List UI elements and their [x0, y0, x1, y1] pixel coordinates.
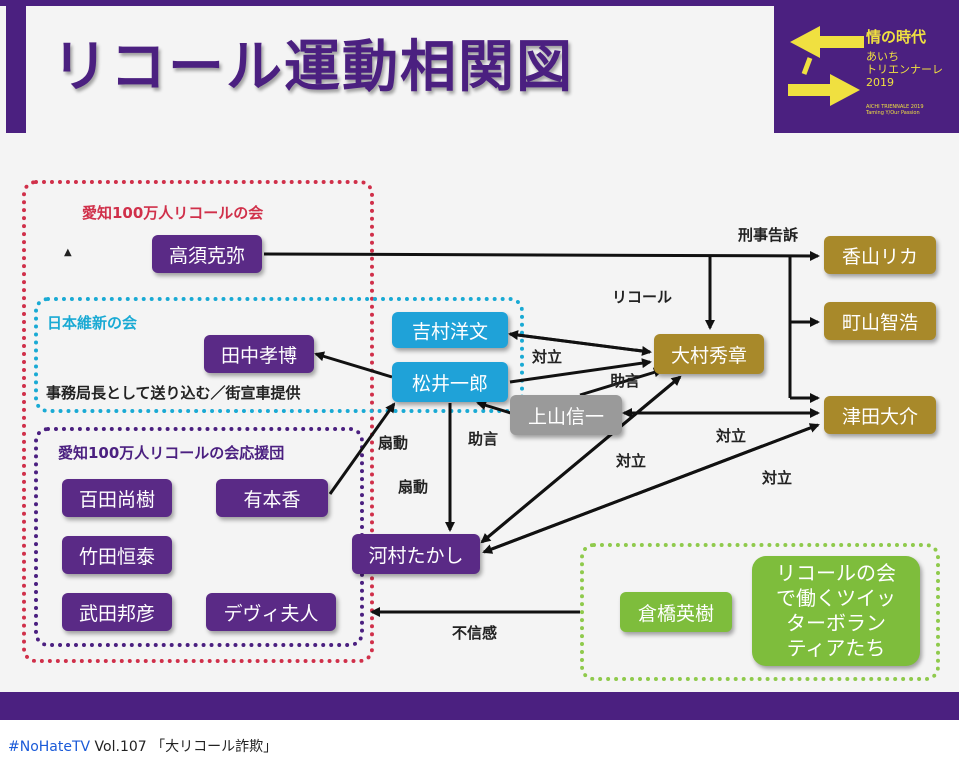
- node-hyakuta: 百田尚樹: [62, 479, 172, 517]
- logo-arrow-icon: [788, 26, 864, 106]
- label-distrust: 不信感: [452, 624, 498, 642]
- node-tsuda: 津田大介: [824, 396, 936, 434]
- arrow-yoshimura-omura-b: [508, 330, 651, 354]
- relationship-arrows: [263, 250, 820, 617]
- label-advice-omura: 助言: [610, 372, 641, 390]
- label-conflict-kamiyama-tsuda: 対立: [716, 427, 747, 445]
- node-dewi: デヴィ夫人: [206, 593, 336, 631]
- label-criminal-complaint: 刑事告訴: [738, 226, 799, 244]
- arrow-arimoto-matsui: [328, 402, 396, 495]
- arrow-matsui-tanaka: [314, 351, 393, 379]
- caption-text: Vol.107 「大リコール詐欺」: [90, 739, 278, 755]
- arrow-omura-kawamura-b: [481, 375, 682, 544]
- node-takasu: 高須克弥: [152, 235, 262, 273]
- node-kawamura: 河村たかし: [352, 534, 480, 574]
- node-kurahashi: 倉橋英樹: [620, 592, 732, 632]
- node-tanaka: 田中孝博: [204, 335, 314, 373]
- label-tanaka-note: 事務局長として送り込む／街宣車提供: [46, 384, 301, 402]
- label-incite-matsui: 扇動: [398, 478, 429, 496]
- top-band: [0, 0, 959, 6]
- arrow-takasu-kayama: [263, 250, 820, 261]
- label-advice-matsui: 助言: [468, 430, 499, 448]
- node-matsui: 松井一郎: [392, 362, 508, 402]
- mouse-cursor-icon: ▲: [64, 247, 72, 258]
- group-label-recall-society: 愛知100万人リコールの会: [82, 204, 264, 222]
- bottom-band: [0, 692, 959, 720]
- hashtag-link[interactable]: #NoHateTV: [8, 739, 91, 755]
- arrow-matsui-omura-a: [509, 358, 652, 384]
- arrow-kamiyama-omura: [579, 367, 664, 397]
- node-takeda-kunihiko: 武田邦彦: [62, 593, 172, 631]
- label-conflict-omura-kawamura: 対立: [616, 452, 647, 470]
- aichi-triennale-logo: 情の時代 あいち トリエンナーレ 2019 AICHI TRIENNALE 20…: [774, 0, 959, 133]
- label-incite-arimoto: 扇動: [378, 434, 409, 452]
- node-yoshimura: 吉村洋文: [392, 312, 508, 348]
- group-label-support: 愛知100万人リコールの会応援団: [58, 444, 285, 462]
- node-volunteers: リコールの会 で働くツイッ ターボラン ティアたち: [752, 556, 920, 666]
- slide: リコール運動相関図 情の時代 あいち トリエンナーレ 2019 AICHI TR…: [0, 0, 959, 720]
- group-recall-society: [22, 180, 374, 663]
- node-arimoto: 有本香: [216, 479, 328, 517]
- label-conflict-tsuda-kawamura: 対立: [762, 469, 793, 487]
- group-ishin: [34, 297, 524, 413]
- logo-subtitle: あいち トリエンナーレ 2019: [866, 50, 943, 89]
- title-accent-bar: [6, 0, 26, 133]
- node-kamiyama: 上山信一: [510, 395, 622, 435]
- node-kayama: 香山リカ: [824, 236, 936, 274]
- video-caption: #NoHateTV Vol.107 「大リコール詐欺」: [8, 736, 277, 756]
- label-conflict-yoshimura-omura: 対立: [532, 348, 563, 366]
- arrow-kamiyama-matsui: [476, 400, 515, 416]
- node-omura: 大村秀章: [654, 334, 764, 374]
- logo-small-text: AICHI TRIENNALE 2019 Taming Y/Our Passio…: [866, 104, 924, 116]
- group-volunteers: [580, 543, 940, 681]
- logo-title: 情の時代: [866, 28, 927, 46]
- slide-title: リコール運動相関図: [52, 35, 574, 100]
- node-machiyama: 町山智浩: [824, 302, 936, 340]
- arrow-tsuda-kawamura-b: [483, 423, 820, 554]
- label-recall: リコール: [612, 288, 673, 306]
- node-takeda-tsuneyasu: 竹田恒泰: [62, 536, 172, 574]
- group-label-ishin: 日本維新の会: [47, 314, 138, 332]
